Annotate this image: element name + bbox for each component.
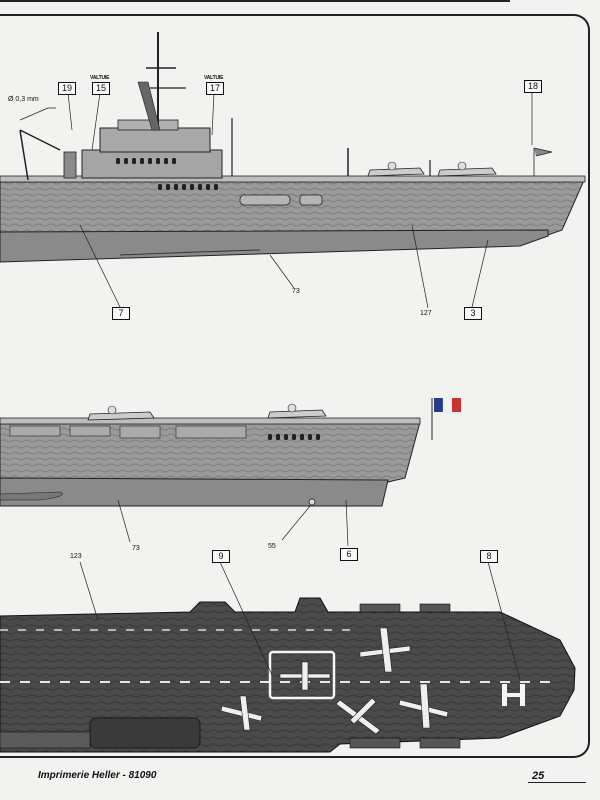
printer-footer: Imprimerie Heller - 81090 — [38, 770, 157, 781]
ship-top-view — [0, 561, 576, 753]
ref-73-middle: 73 — [132, 545, 140, 552]
ref-73-top: 73 — [292, 288, 300, 295]
callout-17: 17 — [206, 82, 224, 95]
callout-6: 6 — [340, 548, 358, 561]
top-rule — [0, 0, 510, 2]
ref-123: 123 — [70, 553, 82, 560]
page-frame — [0, 14, 590, 758]
ship-side-view-top — [0, 32, 586, 309]
ref-55: 55 — [268, 543, 276, 550]
valtuie-label-17: VALTUIE — [204, 75, 224, 81]
callout-8: 8 — [480, 550, 498, 563]
ref-127: 127 — [420, 310, 432, 317]
callout-3: 3 — [464, 307, 482, 320]
callout-9: 9 — [212, 550, 230, 563]
page-number: 25 — [532, 770, 545, 782]
valtuie-label-15: VALTUIE — [90, 75, 110, 81]
callout-7: 7 — [112, 307, 130, 320]
callout-18: 18 — [524, 80, 542, 93]
flag-blue — [434, 398, 443, 412]
ship-side-view-middle — [0, 397, 461, 547]
page-number-rule — [528, 782, 586, 783]
callout-15: 15 — [92, 82, 110, 95]
diameter-label: Ø 0,3 mm — [8, 96, 39, 103]
callout-19: 19 — [58, 82, 76, 95]
